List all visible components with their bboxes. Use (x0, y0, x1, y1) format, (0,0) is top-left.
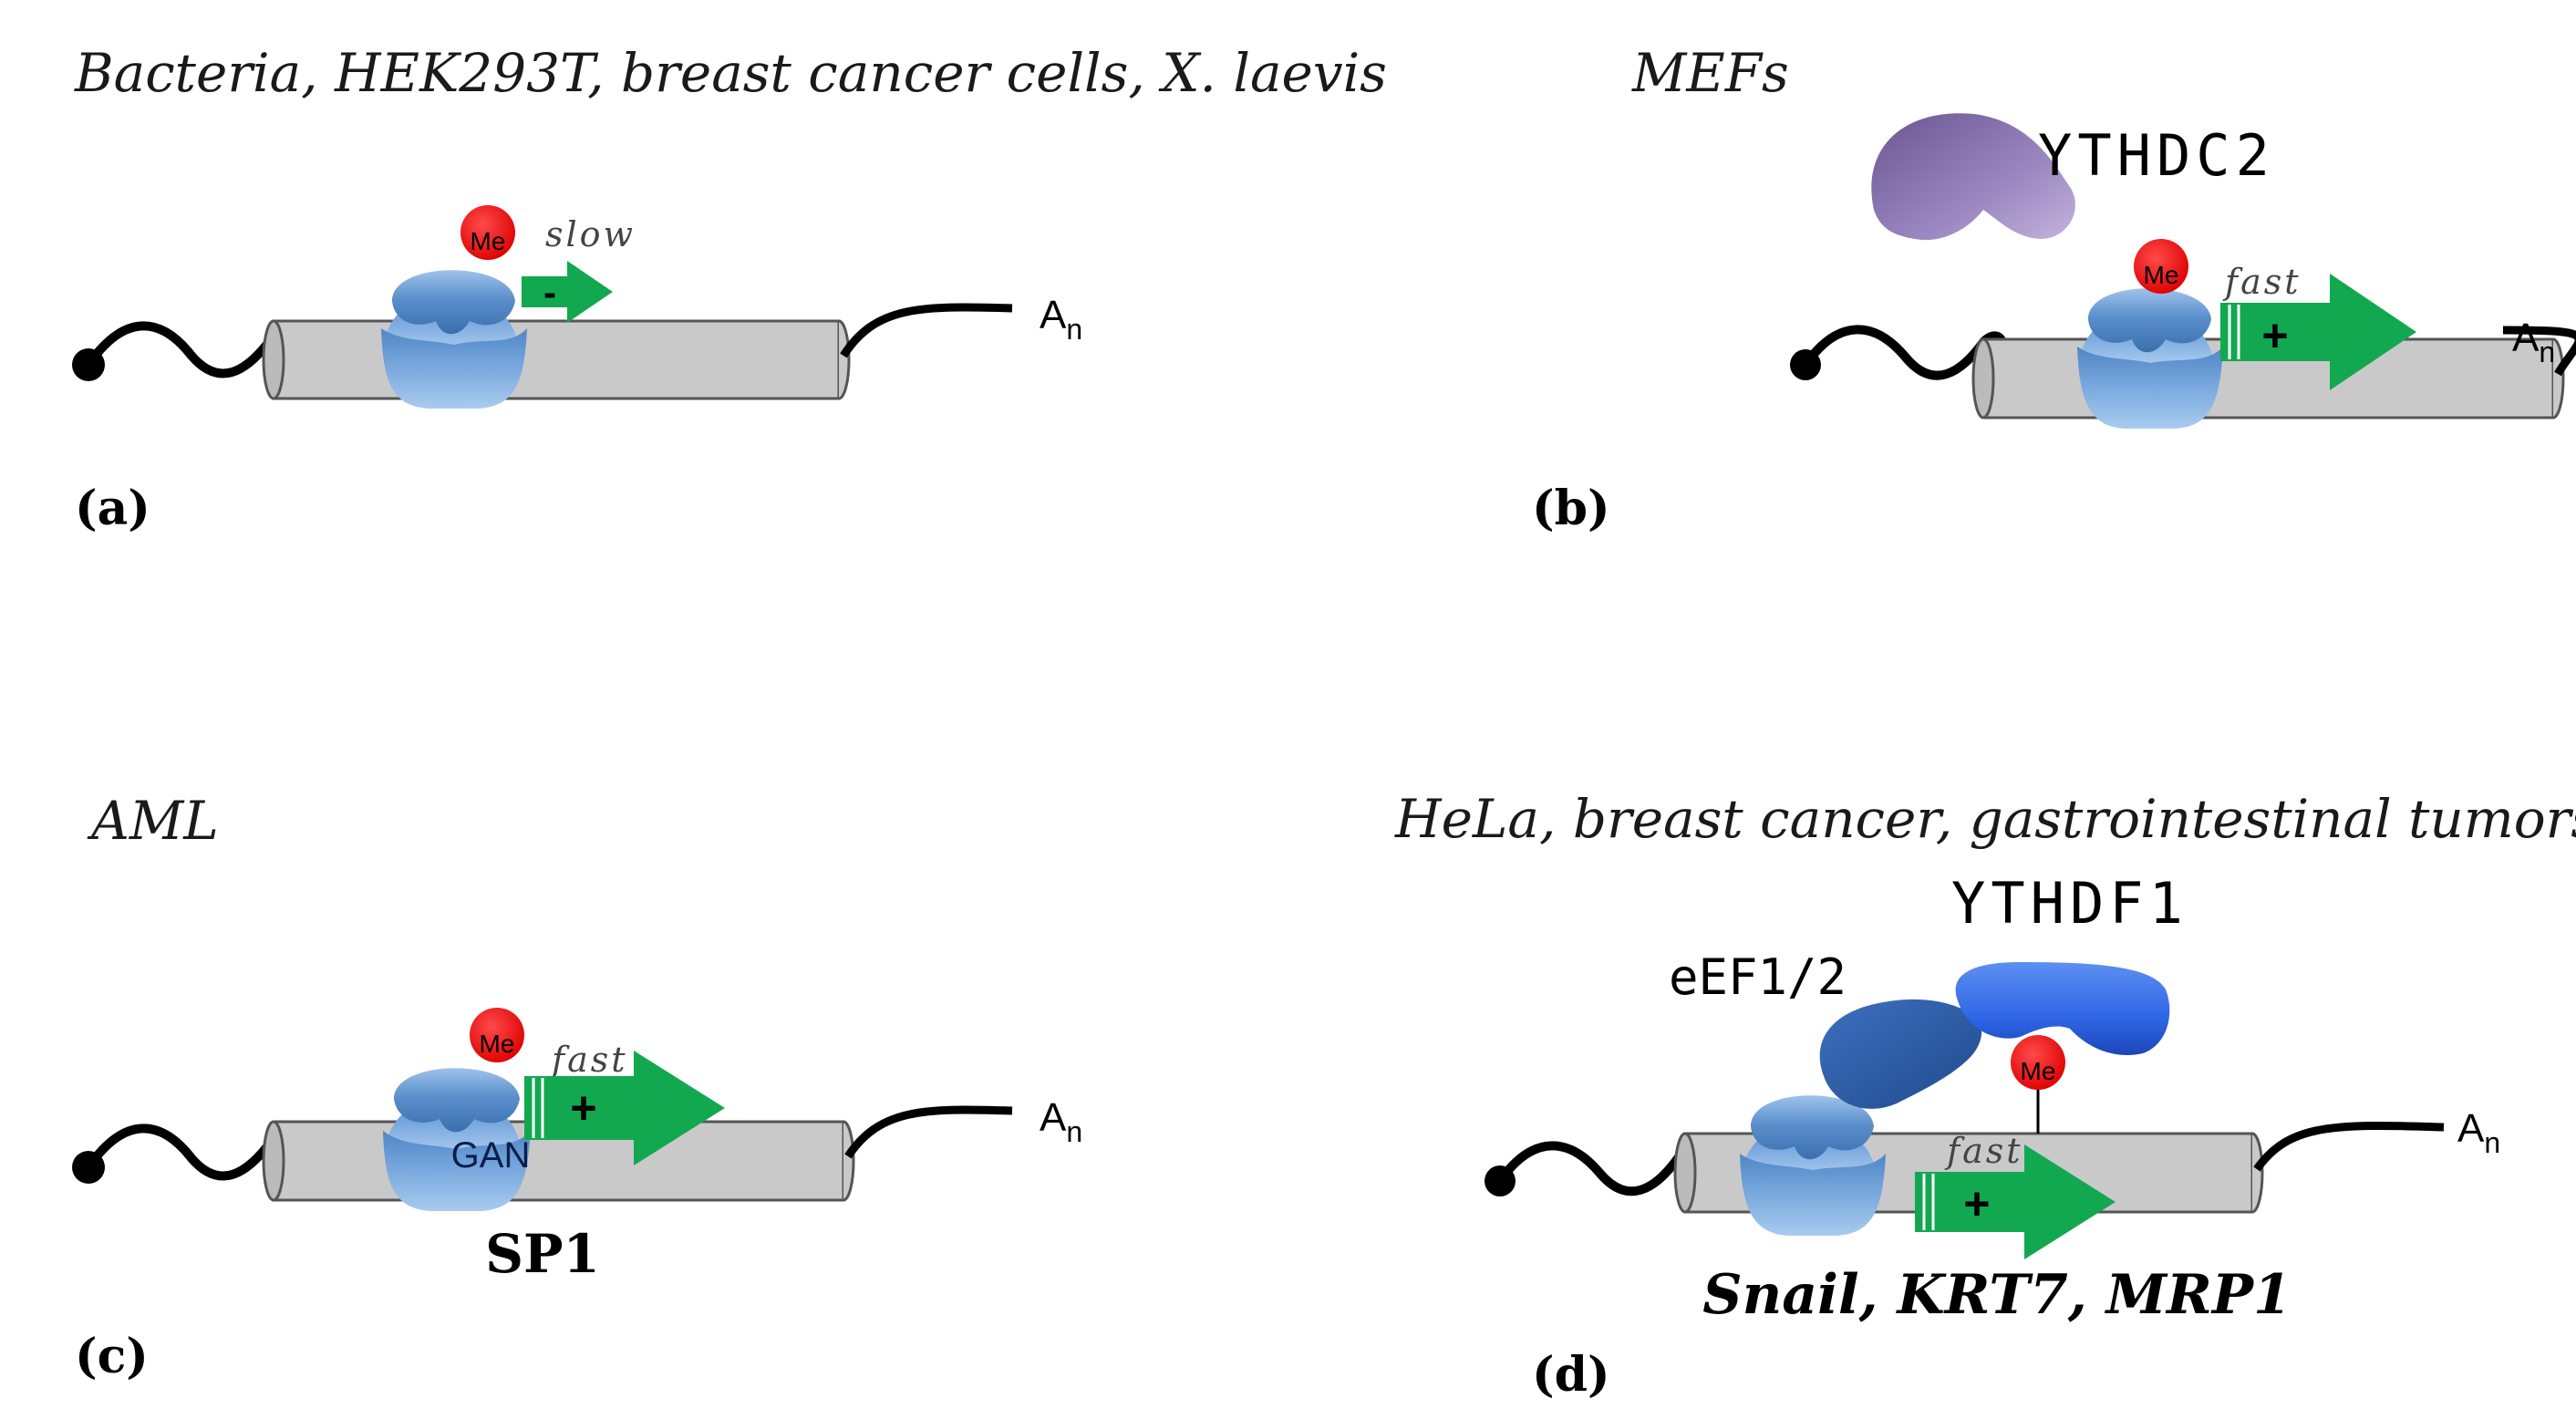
reader-label: YTHDC2 (2038, 122, 2275, 189)
panel-c-context: AML (87, 790, 219, 852)
panel-c-label: (c) (75, 1329, 149, 1384)
elongation-arrow (1915, 1145, 2116, 1259)
mrna-cds (262, 319, 851, 400)
ythdc2-reader (1871, 113, 2075, 241)
elongation-speed-label: fast (2222, 262, 2302, 302)
methyl-label: Me (2144, 261, 2179, 289)
five-prime-utr (1495, 1141, 1703, 1196)
ribosome (383, 1068, 531, 1211)
target-gene-label: SP1 (485, 1223, 600, 1285)
elongation-arrow (522, 261, 613, 323)
five-prime-utr (84, 321, 297, 378)
elongation-effect: + (570, 1082, 596, 1134)
polya-tail: An (2457, 1106, 2500, 1159)
ribosome (2077, 288, 2223, 429)
methyl-label: Me (471, 227, 506, 255)
panel-a-context: Bacteria, HEK293T, breast cancer cells, … (74, 42, 1387, 104)
methyl-label: Me (480, 1030, 515, 1058)
panel-b-label: (b) (1532, 481, 1610, 536)
elongation-factor-label: eEF1/2 (1669, 948, 1847, 1006)
elongation-effect: + (1963, 1178, 1990, 1229)
elongation-speed-label: slow (545, 214, 636, 254)
m6a-methyl-group (2011, 1035, 2065, 1090)
reader-label: YTHDF1 (1951, 870, 2188, 937)
panel-b: MEFs YTHDC2 Me fast + (b) An (1532, 42, 2576, 536)
m6a-methyl-group (2134, 239, 2188, 294)
ythdf1-reader (1955, 962, 2170, 1055)
ribosome (381, 270, 527, 409)
panel-a-label: (a) (75, 481, 150, 536)
elongation-speed-label: fast (1944, 1131, 2023, 1171)
three-prime-utr (840, 303, 1013, 358)
panel-d: HeLa, breast cancer, gastrointestinal tu… (1394, 788, 2576, 1403)
elongation-effect: - (543, 271, 556, 314)
m6a-methyl-group (460, 205, 515, 260)
target-genes-label: Snail, KRT7, MRP1 (1702, 1263, 2291, 1327)
polya-tail: An (1040, 1095, 1082, 1148)
methyl-label: Me (2021, 1057, 2056, 1085)
m6a-methyl-group (470, 1008, 524, 1062)
elongation-speed-label: fast (549, 1040, 628, 1080)
elongation-arrow (2220, 274, 2416, 390)
polya-tail: An (1040, 293, 1082, 346)
three-prime-utr (2502, 326, 2576, 377)
panel-c: AML An GAN Me fast + SP1 (c) (72, 790, 1082, 1384)
three-prime-utr (844, 1105, 1013, 1159)
panel-a: Bacteria, HEK293T, breast cancer cells, … (72, 42, 1387, 536)
ribosome (1740, 1095, 1886, 1236)
gan-codon-label: GAN (451, 1135, 531, 1176)
three-prime-utr (2253, 1121, 2445, 1172)
five-prime-utr (84, 1124, 297, 1181)
elongation-arrow (524, 1051, 725, 1165)
panel-b-context: MEFs (1631, 42, 1789, 104)
panel-d-label: (d) (1532, 1347, 1610, 1403)
eef-elongation-factor (1819, 999, 1982, 1109)
panel-d-context: HeLa, breast cancer, gastrointestinal tu… (1394, 788, 2576, 850)
elongation-effect: + (2261, 310, 2288, 361)
polya-tail: An (2512, 316, 2555, 368)
